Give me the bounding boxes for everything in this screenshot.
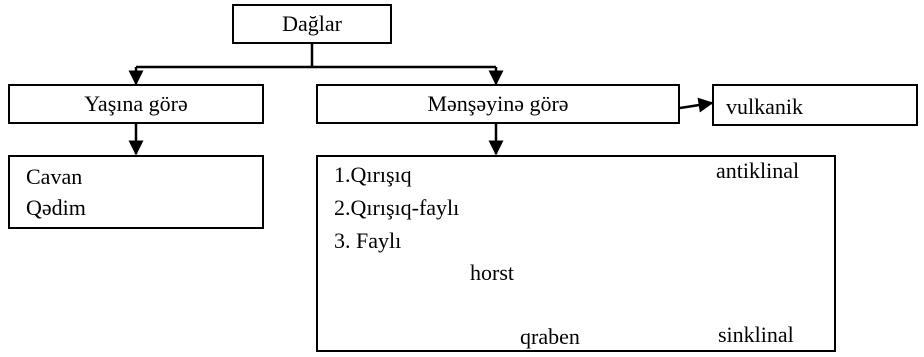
age-items-box: Cavan Qədim xyxy=(8,155,264,229)
horst-label: horst xyxy=(470,260,514,285)
age-node: Yaşına görə xyxy=(8,84,264,124)
origin-type-faulted: 3. Faylı xyxy=(334,228,402,253)
origin-label: Mənşəyinə görə xyxy=(427,91,569,116)
origin-types-box xyxy=(316,155,836,352)
arrow-to-vulkanik xyxy=(679,97,714,113)
syncline-label: sinklinal xyxy=(718,322,794,347)
origin-type-folded-faulted: 2.Qırışıq-faylı xyxy=(334,195,460,220)
volcanic-label: vulkanik xyxy=(726,94,803,119)
age-label: Yaşına görə xyxy=(84,91,188,116)
origin-node: Mənşəyinə görə xyxy=(316,84,680,124)
volcanic-node: vulkanik xyxy=(712,84,918,126)
root-label: Dağlar xyxy=(282,11,342,36)
origin-type-folded: 1.Qırışıq xyxy=(334,162,412,187)
age-item-young: Cavan xyxy=(26,164,83,189)
anticline-label: antiklinal xyxy=(716,158,800,183)
graben-label: qraben xyxy=(520,324,580,349)
root-node: Dağlar xyxy=(232,4,392,44)
age-item-old: Qədim xyxy=(26,195,86,220)
